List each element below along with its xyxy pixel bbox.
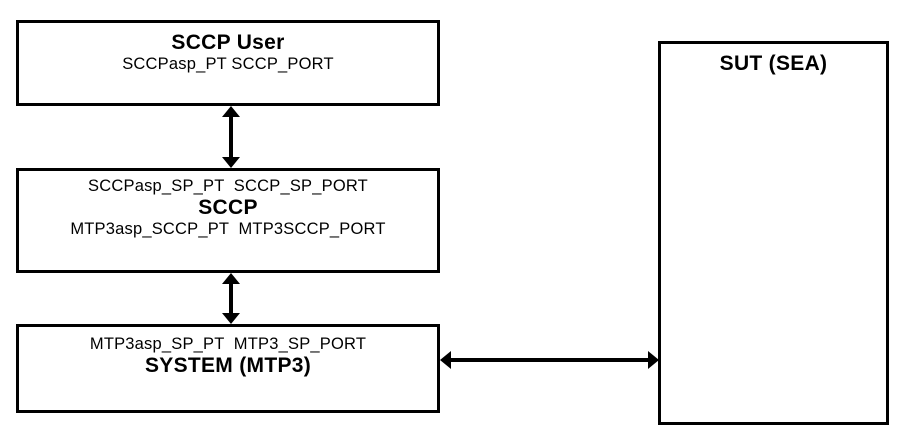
box-system-mtp3: MTP3asp_SP_PT MTP3_SP_PORT SYSTEM (MTP3)	[16, 324, 440, 413]
arrow-head-down-icon	[222, 157, 240, 168]
box-sut: SUT (SEA)	[658, 41, 889, 425]
box-sccp: SCCPasp_SP_PT SCCP_SP_PORT SCCP MTP3asp_…	[16, 168, 440, 273]
connector-sccp-mtp3-arrow	[222, 273, 240, 324]
box-sccp-user-title: SCCP User	[171, 31, 285, 54]
arrow-head-up-icon	[222, 273, 240, 284]
box-sccp-user: SCCP User SCCPasp_PT SCCP_PORT	[16, 20, 440, 106]
box-system-mtp3-title: SYSTEM (MTP3)	[144, 354, 312, 378]
arrow-shaft	[229, 282, 233, 315]
box-sccp-user-port-line: SCCPasp_PT SCCP_PORT	[122, 55, 334, 74]
arrow-head-right-icon	[648, 351, 659, 369]
box-sccp-lower-port-line: MTP3asp_SCCP_PT MTP3SCCP_PORT	[70, 220, 386, 239]
box-sccp-user-content: SCCP User SCCPasp_PT SCCP_PORT	[19, 31, 437, 74]
box-sccp-upper-port-line: SCCPasp_SP_PT SCCP_SP_PORT	[88, 177, 368, 195]
box-sut-title: SUT (SEA)	[719, 52, 828, 75]
arrow-head-left-icon	[440, 351, 451, 369]
arrow-shaft	[229, 115, 233, 159]
arrow-shaft	[449, 358, 650, 362]
box-sut-content: SUT (SEA)	[661, 52, 886, 76]
box-sccp-title: SCCP	[198, 196, 258, 220]
connector-mtp3-sut-arrow	[440, 351, 659, 369]
arrow-head-down-icon	[222, 313, 240, 324]
arrow-head-up-icon	[222, 106, 240, 117]
connector-user-sccp-arrow	[222, 106, 240, 168]
box-system-mtp3-port-line: MTP3asp_SP_PT MTP3_SP_PORT	[89, 335, 367, 353]
box-sccp-content: SCCPasp_SP_PT SCCP_SP_PORT SCCP MTP3asp_…	[19, 177, 437, 240]
box-system-mtp3-content: MTP3asp_SP_PT MTP3_SP_PORT SYSTEM (MTP3)	[19, 335, 437, 378]
